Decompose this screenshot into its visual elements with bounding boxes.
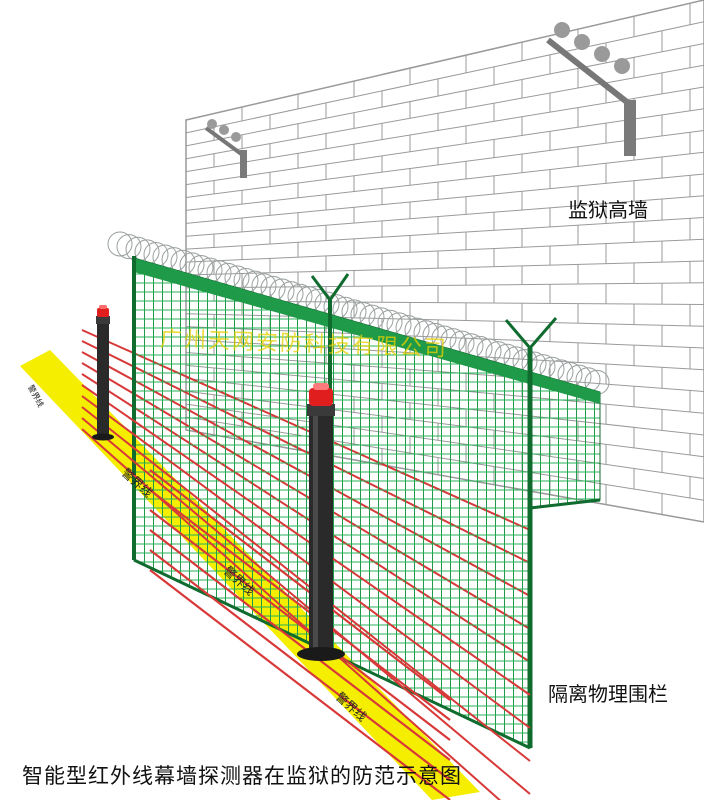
wall-lamp-icon (204, 119, 247, 178)
wall-label: 监狱高墙 (568, 198, 648, 222)
infrared-beams-front (81, 384, 531, 800)
wall-lamp-icon (546, 22, 636, 156)
detector-post-small (92, 305, 114, 441)
beacon-light-icon (309, 383, 333, 406)
isolation-fence (132, 256, 601, 750)
diagram-caption: 智能型红外线幕墙探测器在监狱的防范示意图 (22, 764, 462, 788)
beacon-light-icon (97, 305, 109, 317)
detector-post-large (297, 383, 345, 661)
fence-label: 隔离物理围栏 (548, 682, 668, 706)
